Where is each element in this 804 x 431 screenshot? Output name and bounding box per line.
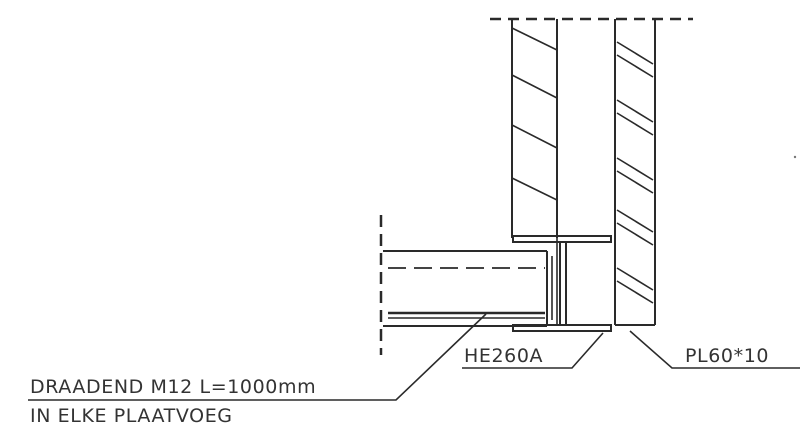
speck-mark <box>793 155 797 159</box>
right-wall-panel <box>556 19 656 326</box>
he260a-section <box>512 235 612 332</box>
beam-label: HE260A <box>464 345 543 367</box>
leader-beam <box>462 332 604 369</box>
floor-plate-section <box>379 215 553 355</box>
plate-label: PL60*10 <box>685 345 769 367</box>
right-wall-hatching <box>616 41 654 304</box>
leader-rod <box>28 313 487 401</box>
rod-label: DRAADEND M12 L=1000mm <box>30 376 316 398</box>
threaded-rod <box>388 267 545 319</box>
leader-lines <box>28 313 800 401</box>
rod-note-label: IN ELKE PLAATVOEG <box>30 405 233 427</box>
left-wall-panel <box>511 19 558 238</box>
left-wall-hatching <box>511 27 558 201</box>
leader-plate <box>629 330 800 369</box>
